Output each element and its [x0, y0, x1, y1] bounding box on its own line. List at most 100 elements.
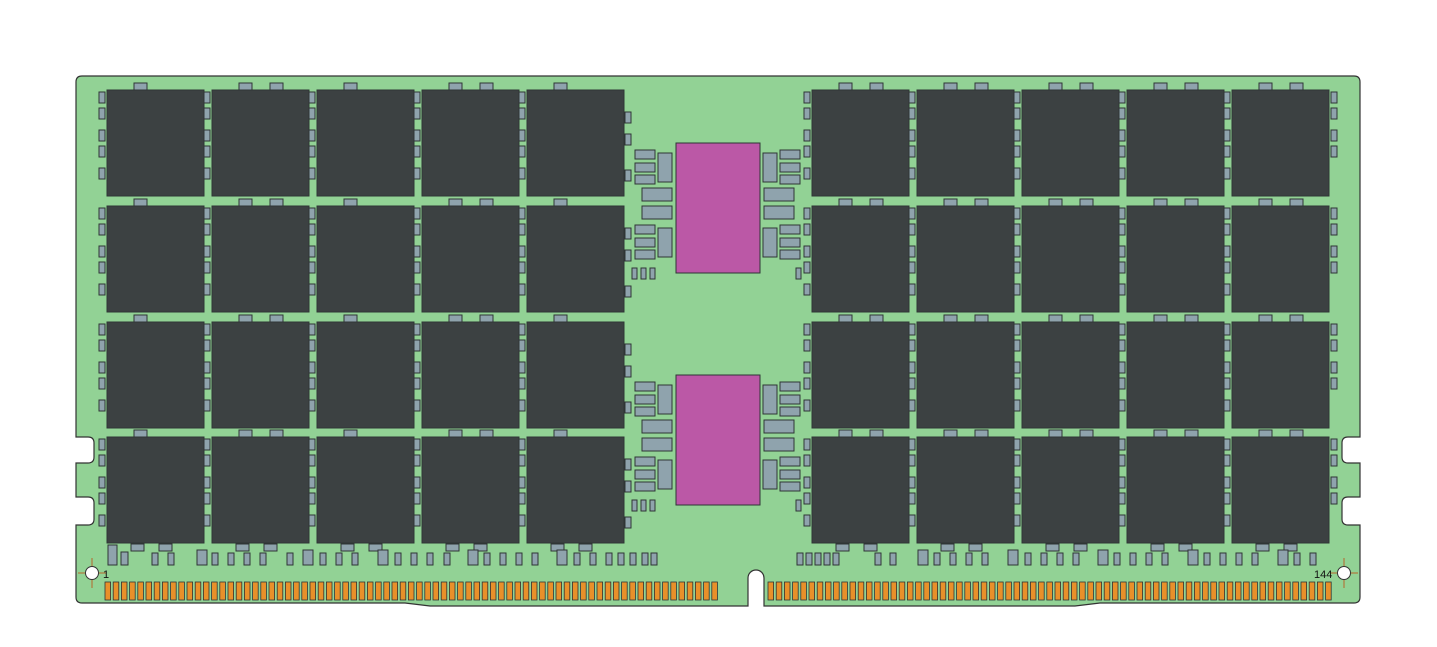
- passive-component: [641, 552, 649, 566]
- passive-component: [308, 514, 316, 527]
- passive-component: [965, 552, 973, 566]
- dram-chip: [106, 89, 205, 197]
- edge-contact-pin: [1235, 581, 1242, 601]
- passive-component: [803, 514, 811, 527]
- edge-contact-pin: [161, 581, 169, 601]
- passive-component: [130, 543, 145, 552]
- passive-component: [1223, 145, 1231, 158]
- passive-component: [634, 237, 656, 248]
- passive-component: [779, 162, 801, 173]
- edge-contact-pin: [1038, 581, 1045, 601]
- passive-component: [1223, 438, 1231, 451]
- passive-component: [1330, 476, 1338, 489]
- passive-component: [98, 167, 106, 180]
- passive-component: [803, 223, 811, 236]
- passive-component: [624, 516, 632, 529]
- passive-component: [1013, 339, 1021, 352]
- passive-component: [553, 314, 568, 323]
- passive-component: [657, 384, 673, 415]
- passive-component: [1013, 145, 1021, 158]
- passive-component: [908, 207, 916, 220]
- passive-component: [1118, 399, 1126, 412]
- edge-contact-pin: [621, 581, 628, 601]
- passive-component: [908, 223, 916, 236]
- passive-component: [413, 91, 421, 104]
- edge-contact-pin: [202, 581, 210, 601]
- passive-component: [413, 167, 421, 180]
- passive-component: [479, 82, 494, 91]
- passive-component: [1118, 167, 1126, 180]
- passive-component: [1013, 361, 1021, 374]
- edge-contact-pin: [915, 581, 922, 601]
- passive-component: [98, 107, 106, 120]
- edge-contact-pin: [1153, 581, 1160, 601]
- passive-component: [624, 480, 632, 493]
- passive-component: [634, 162, 656, 173]
- passive-component: [1223, 339, 1231, 352]
- passive-component: [413, 223, 421, 236]
- edge-contact-pin: [407, 581, 415, 601]
- passive-component: [518, 339, 526, 352]
- passive-component: [1187, 549, 1199, 566]
- edge-contact-pin: [939, 581, 947, 601]
- edge-contact-pin: [1218, 581, 1225, 601]
- passive-component: [838, 198, 853, 207]
- passive-component: [518, 145, 526, 158]
- passive-component: [779, 406, 801, 417]
- passive-component: [377, 549, 389, 566]
- edge-contact-pin: [539, 581, 546, 601]
- passive-component: [803, 339, 811, 352]
- passive-component: [838, 314, 853, 323]
- edge-contact-pin: [293, 581, 300, 601]
- edge-contact-pin: [178, 581, 185, 601]
- passive-component: [413, 207, 421, 220]
- passive-component: [518, 245, 526, 258]
- passive-component: [203, 245, 211, 258]
- passive-component: [1223, 476, 1231, 489]
- passive-component: [269, 82, 284, 91]
- passive-component: [1118, 107, 1126, 120]
- passive-component: [1013, 261, 1021, 274]
- passive-component: [1223, 283, 1231, 296]
- passive-component: [479, 429, 494, 438]
- edge-contact-pin: [645, 581, 653, 601]
- passive-component: [803, 492, 811, 505]
- edge-contact-pin: [498, 581, 505, 601]
- dram-chip: [526, 89, 625, 197]
- passive-component: [394, 552, 402, 566]
- passive-component: [624, 458, 632, 471]
- passive-component: [308, 454, 316, 467]
- passive-component: [98, 129, 106, 142]
- passive-component: [650, 552, 658, 566]
- passive-component: [203, 438, 211, 451]
- edge-contact-pin: [711, 581, 718, 601]
- passive-component: [98, 514, 106, 527]
- edge-contact-pin: [235, 581, 243, 601]
- passive-component: [1223, 91, 1231, 104]
- edge-contact-pin: [931, 581, 938, 601]
- passive-component: [1045, 543, 1060, 552]
- passive-component: [1013, 107, 1021, 120]
- passive-component: [624, 365, 632, 378]
- passive-component: [889, 552, 897, 566]
- passive-component: [908, 145, 916, 158]
- passive-component: [1153, 429, 1168, 438]
- passive-component: [308, 223, 316, 236]
- edge-contact-pin: [276, 581, 284, 601]
- passive-component: [1184, 429, 1199, 438]
- edge-contact-pin: [129, 581, 136, 601]
- passive-component: [803, 261, 811, 274]
- passive-component: [203, 167, 211, 180]
- passive-component: [499, 552, 507, 566]
- edge-contact-pin: [1317, 581, 1324, 601]
- passive-component: [803, 107, 811, 120]
- edge-contact-pin: [1284, 581, 1291, 601]
- passive-component: [1118, 476, 1126, 489]
- edge-contact-pin: [457, 581, 464, 601]
- passive-component: [340, 543, 355, 552]
- passive-component: [1330, 145, 1338, 158]
- passive-component: [908, 492, 916, 505]
- passive-component: [133, 429, 148, 438]
- passive-component: [803, 207, 811, 220]
- passive-component: [413, 339, 421, 352]
